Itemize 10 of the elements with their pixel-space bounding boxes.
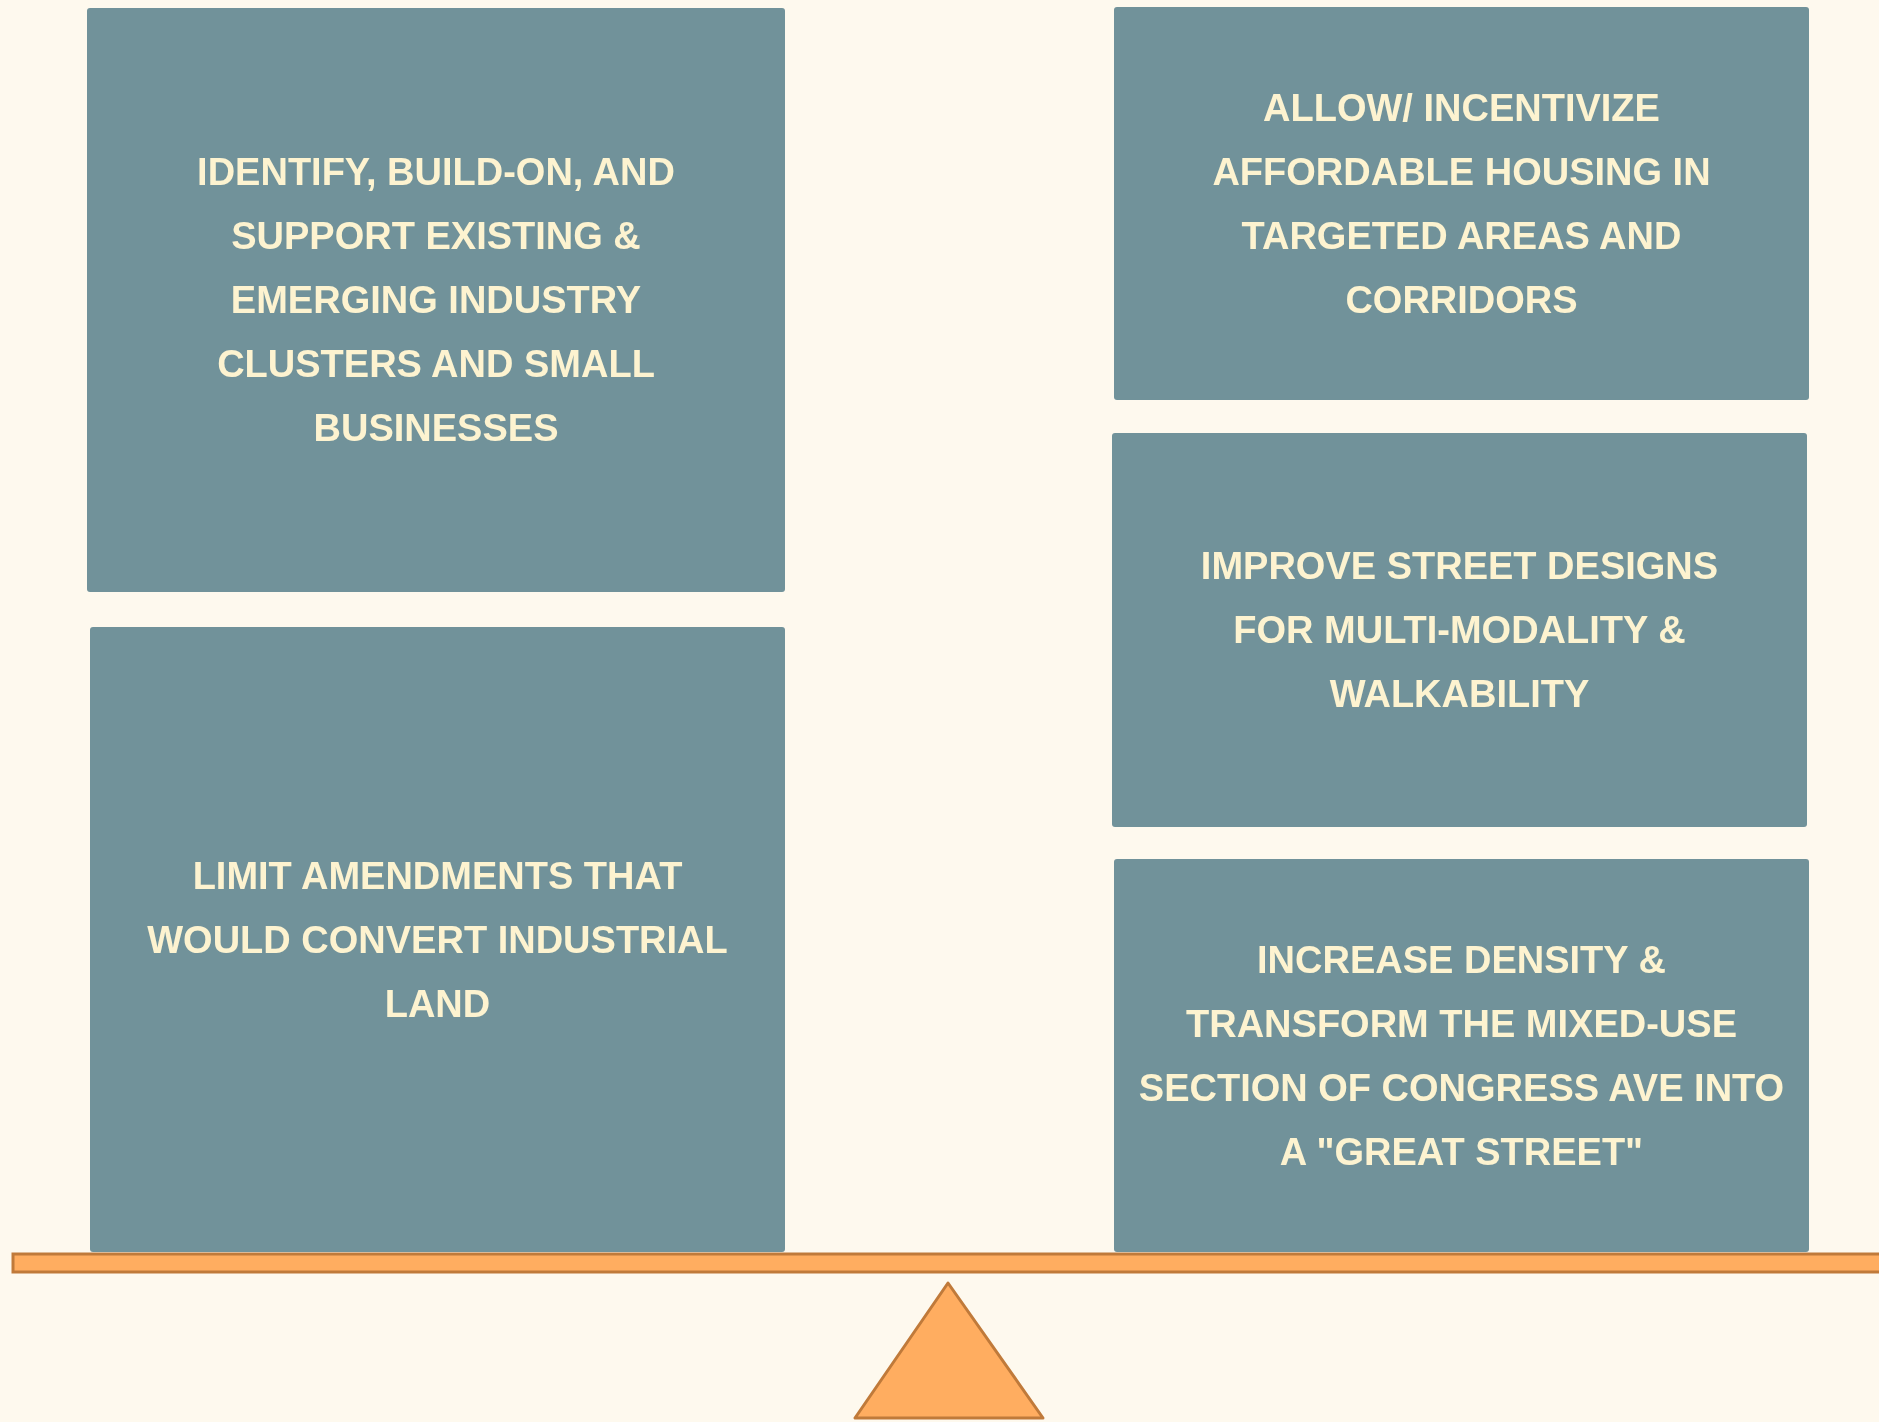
strategy-text: LIMIT AMENDMENTS THAT WOULD CONVERT INDUSTRIAL LAND <box>146 853 729 1027</box>
strategy-text: IDENTIFY, BUILD-ON, AND SUPPORT EXISTING & EMERGING INDUSTRY CLUSTERS AND SMALL BUSINESSES <box>196 150 676 451</box>
strategy-text: IMPROVE STREET DESIGNS FOR MULTI-MODALITY & WALKABILITY <box>1199 544 1720 717</box>
strategy-box <box>87 8 785 592</box>
strategy-text: ALLOW/ INCENTIVIZE AFFORDABLE HOUSING IN TARGETED AREAS AND CORRIDORS <box>1211 85 1712 323</box>
strategy-box <box>1112 433 1807 827</box>
strategy-box <box>90 627 785 1252</box>
strategy-box <box>1114 7 1809 400</box>
strategy-box <box>1114 859 1809 1252</box>
strategy-text: INCREASE DENSITY & TRANSFORM THE MIXED-USE SECTION OF CONGRESS AVE INTO A "GREAT STREET" <box>1138 937 1785 1175</box>
